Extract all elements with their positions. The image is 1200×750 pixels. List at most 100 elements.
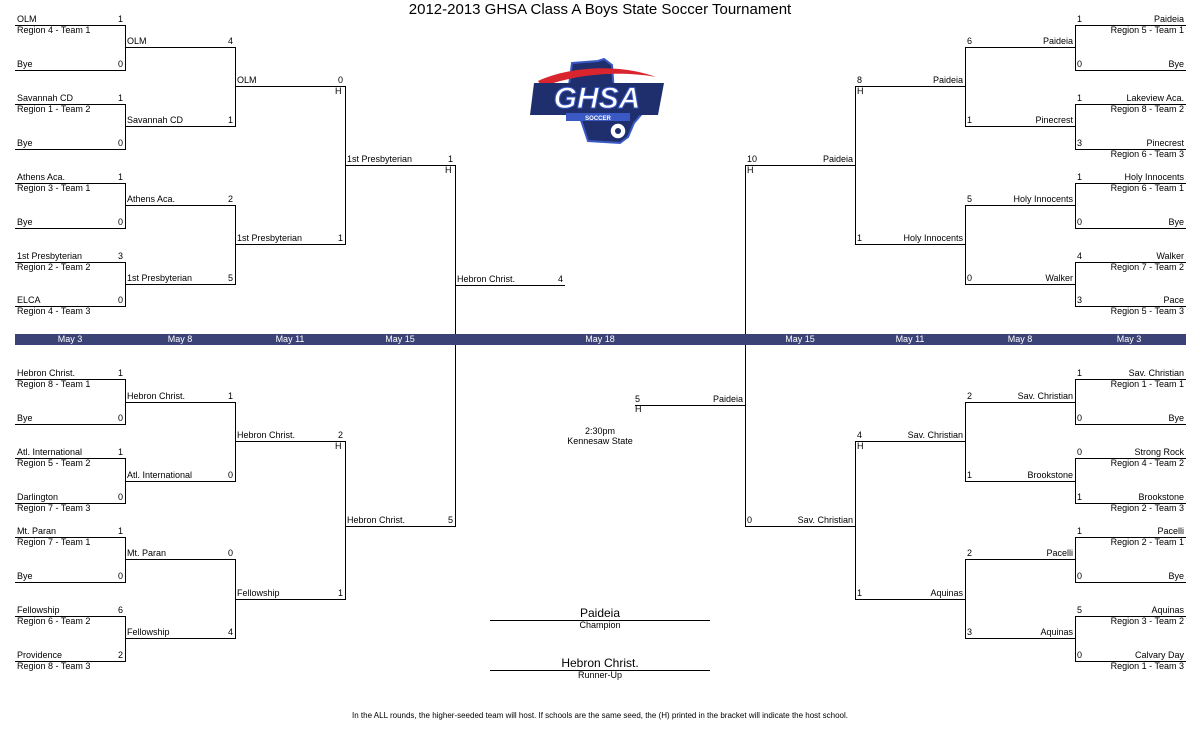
score: 8: [857, 75, 863, 85]
host-marker: H: [747, 165, 754, 175]
score: 0: [1077, 217, 1083, 227]
team-name: Bye: [1168, 571, 1184, 581]
score: 1: [967, 115, 973, 125]
seed-label: Region 2 - Team 1: [1110, 537, 1184, 547]
score: 0: [117, 492, 123, 502]
score: 5: [227, 273, 233, 283]
team-name: OLM: [237, 75, 257, 85]
bracket-line: [125, 537, 126, 583]
bracket-line: [125, 104, 126, 150]
score: 3: [1077, 138, 1083, 148]
seed-label: Region 6 - Team 2: [17, 616, 91, 626]
champion-team: Paideia: [579, 606, 621, 620]
bracket-line: [235, 86, 345, 87]
score: 0: [1077, 571, 1083, 581]
finalist-team: Hebron Christ.: [457, 274, 516, 284]
finalist-score: 4: [557, 274, 563, 284]
bracket-line: [965, 559, 1075, 560]
bracket-line: [15, 379, 125, 380]
footnote: In the ALL rounds, the higher-seeded tea…: [352, 711, 848, 720]
bracket-line: [745, 526, 855, 527]
bracket-line: [235, 47, 236, 127]
bracket-line: [965, 284, 1075, 285]
bracket-line: [125, 25, 126, 71]
team-name: Hebron Christ.: [127, 391, 186, 401]
score: 1: [227, 115, 233, 125]
team-name: Fellowship: [237, 588, 280, 598]
team-name: Calvary Day: [1134, 650, 1184, 660]
bracket-line: [15, 537, 125, 538]
host-marker: H: [857, 441, 864, 451]
host-marker: H: [335, 86, 342, 96]
score: 2: [967, 391, 973, 401]
score: 0: [117, 138, 123, 148]
score: 4: [227, 36, 233, 46]
bracket-line: [125, 638, 235, 639]
logo-wordmark: GHSA: [554, 82, 641, 115]
team-name: Pacelli: [1157, 526, 1184, 536]
bracket-line: [125, 183, 126, 229]
score: 2: [337, 430, 343, 440]
team-name: Fellowship: [17, 605, 60, 615]
bracket-line: [15, 661, 125, 662]
bracket-line: [1075, 262, 1076, 307]
score: 4: [227, 627, 233, 637]
bracket-line: [1075, 616, 1186, 617]
score: 1: [117, 368, 123, 378]
bracket-line: [345, 165, 455, 166]
score: 1: [1077, 14, 1083, 24]
round-date: May 8: [1007, 334, 1033, 344]
team-name: Bye: [17, 217, 33, 227]
team-name: Paideia: [822, 154, 853, 164]
final-winner-team: Paideia: [712, 394, 743, 404]
bracket-line: [235, 402, 236, 482]
bracket-line: [1075, 149, 1186, 150]
score: 1: [117, 526, 123, 536]
team-name: Pace: [1163, 295, 1184, 305]
bracket-line: [855, 86, 856, 245]
team-name: Hebron Christ.: [347, 515, 406, 525]
seed-label: Region 4 - Team 3: [17, 306, 91, 316]
score: 0: [117, 217, 123, 227]
round-date: May 3: [57, 334, 83, 344]
team-name: OLM: [127, 36, 147, 46]
round-date: May 3: [1116, 334, 1142, 344]
host-marker: H: [335, 441, 342, 451]
seed-label: Region 8 - Team 2: [1110, 104, 1184, 114]
bracket-line: [965, 205, 966, 285]
bracket-line: [965, 481, 1075, 482]
seed-label: Region 7 - Team 2: [1110, 262, 1184, 272]
score: 1: [857, 233, 863, 243]
bracket-line: [125, 559, 235, 560]
team-name: Holy Innocents: [1124, 172, 1184, 182]
team-name: Aquinas: [1040, 627, 1073, 637]
bracket-line: [965, 638, 1075, 639]
team-name: Bye: [1168, 217, 1184, 227]
score: 1: [967, 470, 973, 480]
bracket-line: [1075, 104, 1186, 105]
bracket-line: [1075, 616, 1076, 662]
bracket-line: [965, 126, 1075, 127]
team-name: Sav. Christian: [797, 515, 853, 525]
team-name: Hebron Christ.: [17, 368, 76, 378]
seed-label: Region 6 - Team 3: [1110, 149, 1184, 159]
score: 5: [967, 194, 973, 204]
team-name: Savannah CD: [17, 93, 74, 103]
team-name: Holy Innocents: [903, 233, 963, 243]
bracket-line: [15, 70, 125, 71]
score: 1: [337, 233, 343, 243]
team-name: Mt. Paran: [127, 548, 167, 558]
score: 2: [117, 650, 123, 660]
score: 1: [1077, 492, 1083, 502]
score: 1: [227, 391, 233, 401]
score: 0: [337, 75, 343, 85]
score: 0: [117, 59, 123, 69]
bracket-line: [125, 481, 235, 482]
bracket-line: [1075, 424, 1186, 425]
bracket-line: [15, 228, 125, 229]
score: 1: [117, 172, 123, 182]
score: 1: [337, 588, 343, 598]
score: 6: [967, 36, 973, 46]
bracket-line: [15, 503, 125, 504]
bracket-line: [15, 582, 125, 583]
